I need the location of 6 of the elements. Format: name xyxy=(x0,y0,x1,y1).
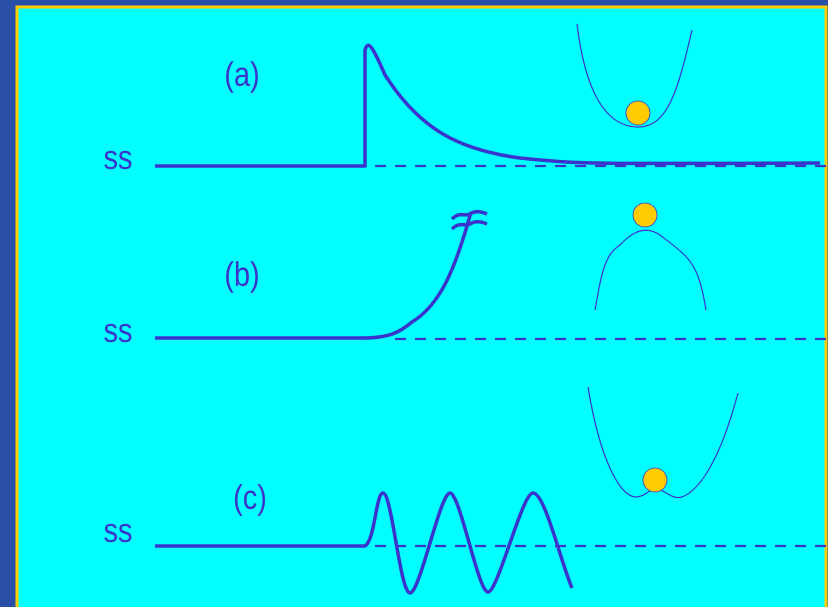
axis-label: ss xyxy=(104,524,132,542)
panel-label: (c) xyxy=(234,484,266,516)
axis-label: ss xyxy=(104,324,132,342)
axis-label: ss xyxy=(104,150,132,170)
panel-label: (b) xyxy=(226,261,258,293)
panel-label: (a) xyxy=(226,61,258,93)
